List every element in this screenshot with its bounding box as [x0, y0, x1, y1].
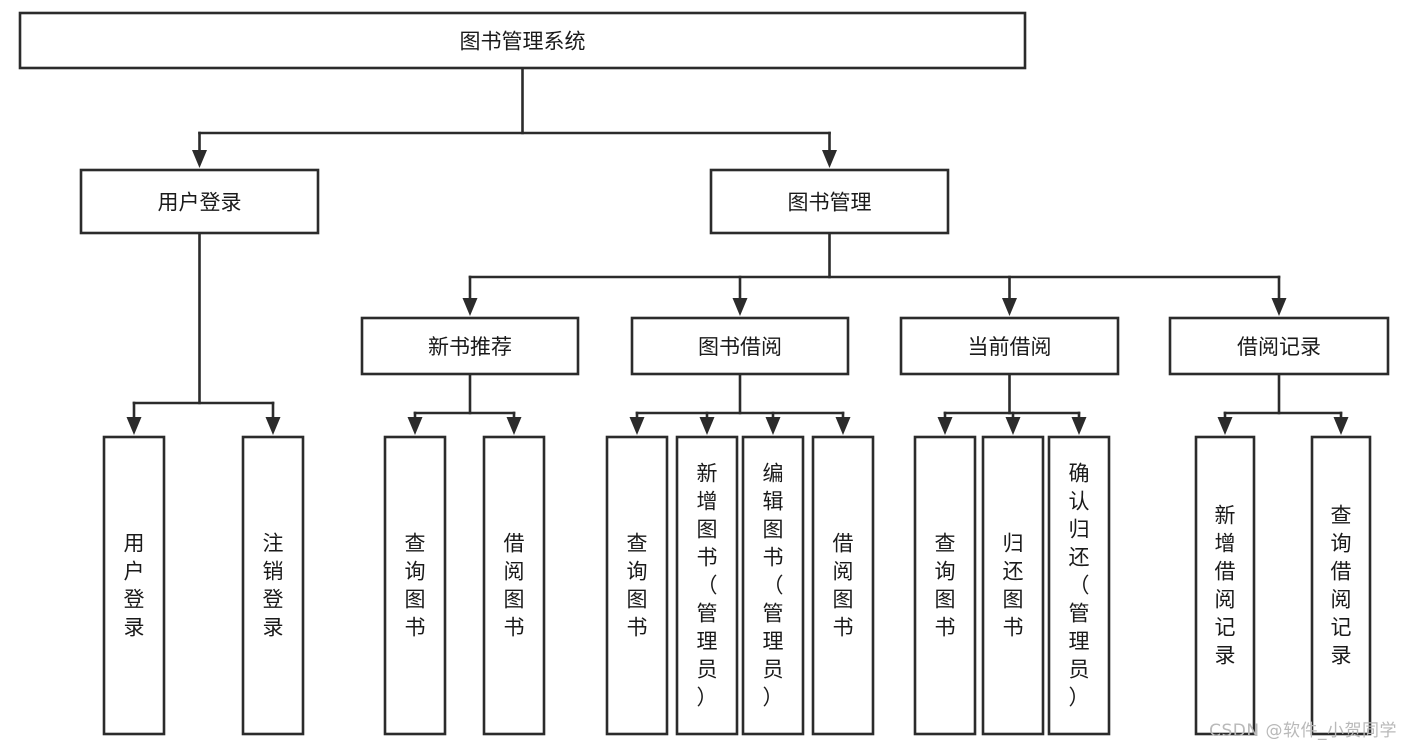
node-root-box[interactable] — [18, 11, 1027, 70]
node-leaf-return-book-box[interactable] — [981, 435, 1045, 736]
arrow-to-book-borrow — [732, 275, 748, 316]
node-user-login[interactable]: 用户登录 — [79, 168, 320, 235]
node-root-label: 图书管理系统 — [460, 30, 586, 54]
node-borrow-records[interactable]: 借阅记录 — [1168, 316, 1390, 376]
arrow-to-leaf-borrow-book-2 — [835, 411, 851, 435]
node-leaf-query-book-1[interactable]: 查询图书 — [383, 435, 447, 736]
node-book-borrow-box[interactable] — [630, 316, 850, 376]
arrow-to-current-borrow — [1002, 275, 1017, 316]
node-leaf-query-book-2[interactable]: 查询图书 — [605, 435, 669, 736]
arrow-to-leaf-add-record — [1217, 411, 1233, 435]
node-root[interactable]: 图书管理系统 — [18, 11, 1027, 70]
node-leaf-query-record[interactable]: 查询借阅记录 — [1310, 435, 1372, 736]
node-leaf-borrow-book-2-box[interactable] — [811, 435, 875, 736]
arrow-to-leaf-user-login — [126, 401, 142, 435]
node-book-manage[interactable]: 图书管理 — [709, 168, 950, 235]
node-leaf-return-book[interactable]: 归还图书 — [981, 435, 1045, 736]
arrow-to-leaf-borrow-book-1 — [506, 411, 522, 435]
arrow-to-leaf-edit-book — [765, 411, 781, 435]
node-leaf-edit-book[interactable]: 编辑图书（管理员） — [741, 435, 805, 736]
node-leaf-confirm-return-box[interactable] — [1047, 435, 1111, 736]
node-new-book-recommend[interactable]: 新书推荐 — [360, 316, 580, 376]
node-leaf-borrow-book-1-label: 借阅图书 — [504, 532, 525, 640]
node-leaf-add-book-label: 新增图书（管理员） — [697, 462, 718, 710]
node-leaf-add-book-box[interactable] — [675, 435, 739, 736]
node-leaf-borrow-book-2-label: 借阅图书 — [833, 532, 854, 640]
node-user-login-label: 用户登录 — [158, 191, 242, 215]
node-leaf-query-book-3-label: 查询图书 — [935, 532, 956, 640]
node-leaf-query-book-1-box[interactable] — [383, 435, 447, 736]
node-leaf-user-login-label: 用户登录 — [124, 532, 145, 640]
node-book-manage-label: 图书管理 — [788, 191, 872, 215]
node-leaf-borrow-book-1-box[interactable] — [482, 435, 546, 736]
node-book-borrow-label: 图书借阅 — [698, 335, 782, 359]
node-leaf-logout[interactable]: 注销登录 — [241, 435, 305, 736]
node-leaf-add-record[interactable]: 新增借阅记录 — [1194, 435, 1256, 736]
connectors-layer — [126, 66, 1349, 435]
csdn-watermark: CSDN @软件_小贺同学 — [1209, 721, 1397, 741]
node-leaf-confirm-return[interactable]: 确认归还（管理员） — [1047, 435, 1111, 736]
node-user-login-box[interactable] — [79, 168, 320, 235]
node-book-manage-box[interactable] — [709, 168, 950, 235]
arrow-to-leaf-query-book-2 — [629, 411, 645, 435]
node-leaf-edit-book-label: 编辑图书（管理员） — [763, 462, 784, 710]
arrow-to-leaf-confirm-return — [1071, 411, 1087, 435]
arrow-to-leaf-logout — [265, 401, 281, 435]
nodes-layer: 图书管理系统用户登录图书管理新书推荐图书借阅当前借阅借阅记录用户登录注销登录查询… — [18, 11, 1390, 736]
node-leaf-borrow-book-2[interactable]: 借阅图书 — [811, 435, 875, 736]
node-book-borrow[interactable]: 图书借阅 — [630, 316, 850, 376]
arrow-to-leaf-query-record — [1333, 411, 1349, 435]
node-leaf-borrow-book-1[interactable]: 借阅图书 — [482, 435, 546, 736]
node-current-borrow-box[interactable] — [899, 316, 1120, 376]
node-leaf-query-book-3[interactable]: 查询图书 — [913, 435, 977, 736]
node-leaf-user-login-box[interactable] — [102, 435, 166, 736]
node-leaf-query-book-2-box[interactable] — [605, 435, 669, 736]
node-new-book-recommend-box[interactable] — [360, 316, 580, 376]
arrow-to-new-book-recommend — [462, 275, 478, 316]
node-current-borrow[interactable]: 当前借阅 — [899, 316, 1120, 376]
node-leaf-query-book-2-label: 查询图书 — [627, 532, 648, 640]
node-leaf-add-book[interactable]: 新增图书（管理员） — [675, 435, 739, 736]
node-leaf-add-record-box[interactable] — [1194, 435, 1256, 736]
node-leaf-query-book-3-box[interactable] — [913, 435, 977, 736]
node-leaf-logout-box[interactable] — [241, 435, 305, 736]
arrow-to-borrow-records — [1271, 275, 1287, 316]
arrow-to-leaf-query-book-1 — [407, 411, 423, 435]
arrow-to-leaf-return-book — [1005, 411, 1021, 435]
node-leaf-logout-label: 注销登录 — [263, 532, 284, 640]
node-leaf-add-record-label: 新增借阅记录 — [1215, 504, 1236, 668]
node-leaf-confirm-return-label: 确认归还（管理员） — [1069, 462, 1090, 710]
arrow-to-user-login — [192, 131, 207, 168]
node-leaf-query-book-1-label: 查询图书 — [405, 532, 426, 640]
node-new-book-recommend-label: 新书推荐 — [428, 335, 512, 359]
arrow-to-leaf-add-book — [699, 411, 715, 435]
node-leaf-query-record-label: 查询借阅记录 — [1331, 504, 1352, 668]
node-leaf-return-book-label: 归还图书 — [1003, 532, 1024, 640]
node-current-borrow-label: 当前借阅 — [968, 335, 1052, 359]
arrow-to-leaf-query-book-3 — [937, 411, 953, 435]
node-leaf-edit-book-box[interactable] — [741, 435, 805, 736]
node-borrow-records-label: 借阅记录 — [1237, 335, 1321, 359]
node-borrow-records-box[interactable] — [1168, 316, 1390, 376]
node-leaf-query-record-box[interactable] — [1310, 435, 1372, 736]
node-leaf-user-login[interactable]: 用户登录 — [102, 435, 166, 736]
arrow-to-book-manage — [822, 131, 837, 168]
